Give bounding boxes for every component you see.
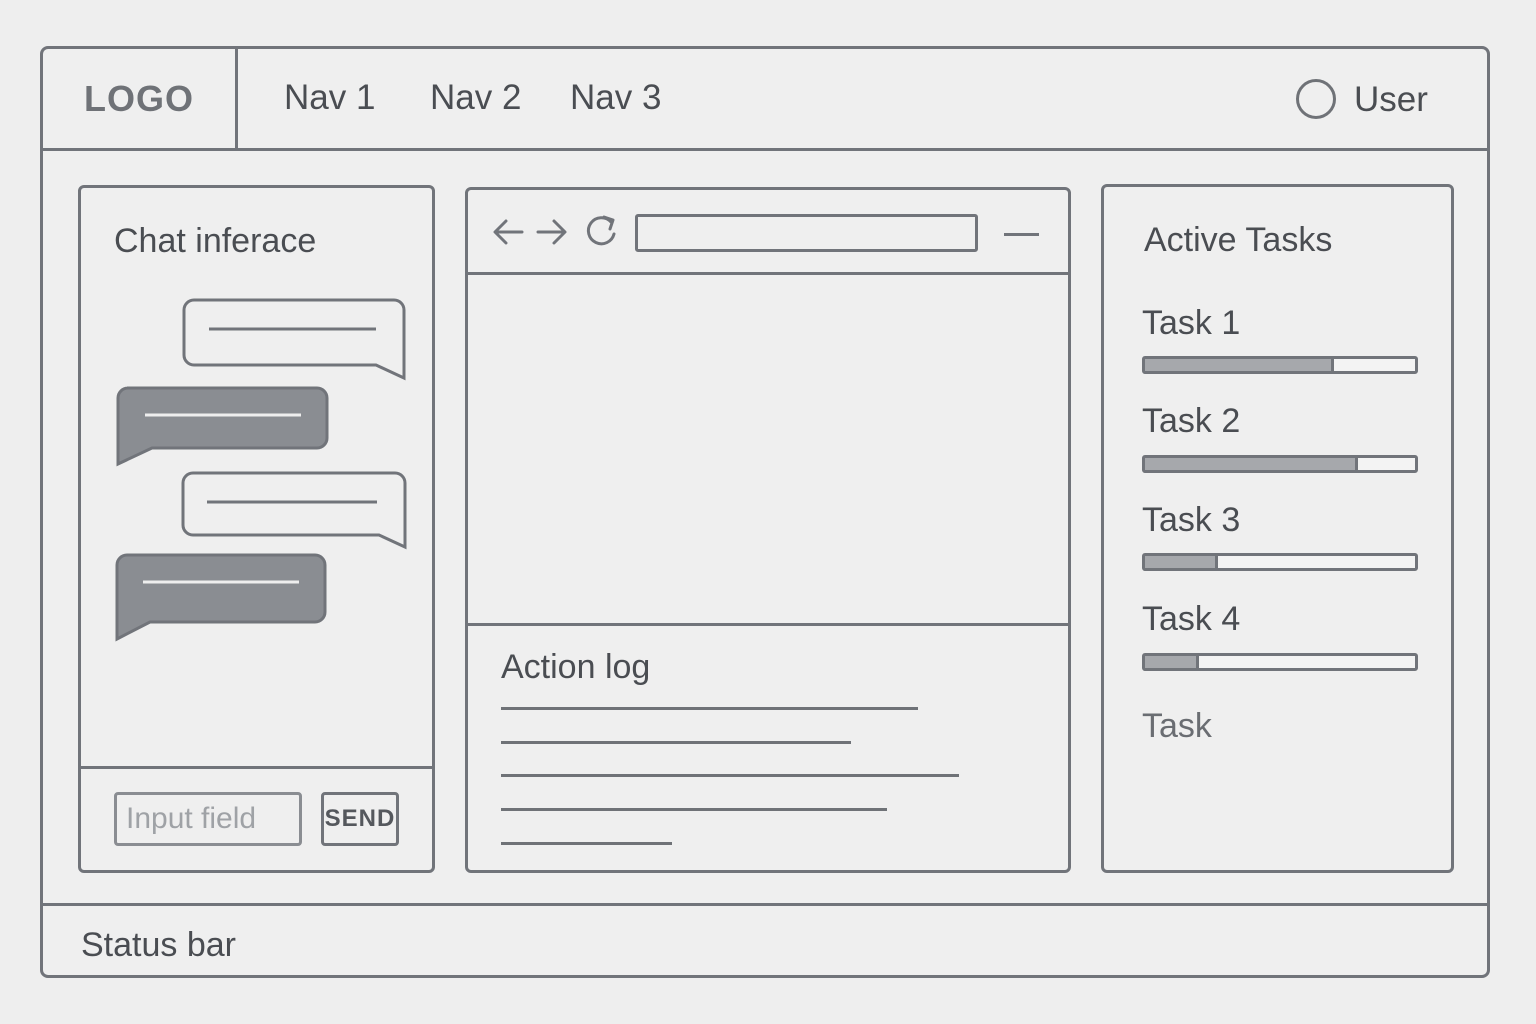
nav-item-1[interactable]: Nav 1 (284, 78, 376, 117)
user-circle-icon[interactable] (1296, 79, 1336, 119)
task-progress-fill (1145, 656, 1199, 668)
browser-viewport[interactable] (468, 275, 1068, 626)
chat-message-incoming (116, 386, 329, 467)
user-label[interactable]: User (1354, 80, 1428, 119)
app-window: LOGO Nav 1 Nav 2 Nav 3 User Chat inferac… (40, 46, 1490, 978)
browser-toolbar (468, 190, 1068, 275)
top-header: LOGO Nav 1 Nav 2 Nav 3 User (43, 49, 1487, 151)
status-bar: Status bar (43, 903, 1487, 975)
url-bar[interactable] (635, 214, 978, 252)
browser-panel: Action log (465, 187, 1071, 873)
chat-message-outgoing (181, 471, 407, 550)
task-label[interactable]: Task 3 (1142, 501, 1241, 539)
action-log-entry (501, 707, 918, 710)
chat-title: Chat inferace (114, 222, 317, 260)
chat-input-field[interactable] (114, 792, 302, 846)
send-button[interactable]: SEND (321, 792, 399, 846)
action-log-entry (501, 842, 672, 845)
task-label[interactable]: Task 1 (1142, 304, 1241, 342)
action-log-title: Action log (501, 648, 651, 686)
refresh-icon[interactable] (584, 212, 620, 252)
task-progress-fill (1145, 359, 1334, 371)
task-progress-bar (1142, 455, 1418, 473)
nav-item-2[interactable]: Nav 2 (430, 78, 522, 117)
task-label[interactable]: Task 4 (1142, 600, 1241, 638)
chat-messages (115, 298, 407, 642)
status-text: Status bar (81, 926, 236, 964)
task-progress-bar (1142, 553, 1418, 571)
chat-message-incoming (115, 553, 327, 642)
chat-panel: Chat inferace SE (78, 185, 435, 873)
task-progress-fill (1145, 458, 1359, 470)
nav-item-3[interactable]: Nav 3 (570, 78, 662, 117)
action-log-entry (501, 741, 851, 744)
minimize-icon[interactable] (1004, 233, 1039, 236)
active-tasks-title: Active Tasks (1144, 221, 1333, 259)
back-arrow-icon[interactable] (492, 212, 526, 252)
task-progress-bar (1142, 356, 1418, 374)
task-label[interactable]: Task 2 (1142, 402, 1241, 440)
action-log-entry (501, 774, 959, 777)
chat-footer: SEND (81, 766, 432, 870)
active-tasks-panel: Active Tasks Task 1 Task 2 Task 3 Task 4… (1101, 184, 1454, 873)
chat-message-outgoing (182, 298, 406, 381)
task-progress-bar (1142, 653, 1418, 671)
task-label[interactable]: Task (1142, 707, 1212, 745)
task-progress-fill (1145, 556, 1218, 568)
forward-arrow-icon[interactable] (534, 212, 568, 252)
logo[interactable]: LOGO (43, 49, 238, 148)
action-log-entry (501, 808, 887, 811)
